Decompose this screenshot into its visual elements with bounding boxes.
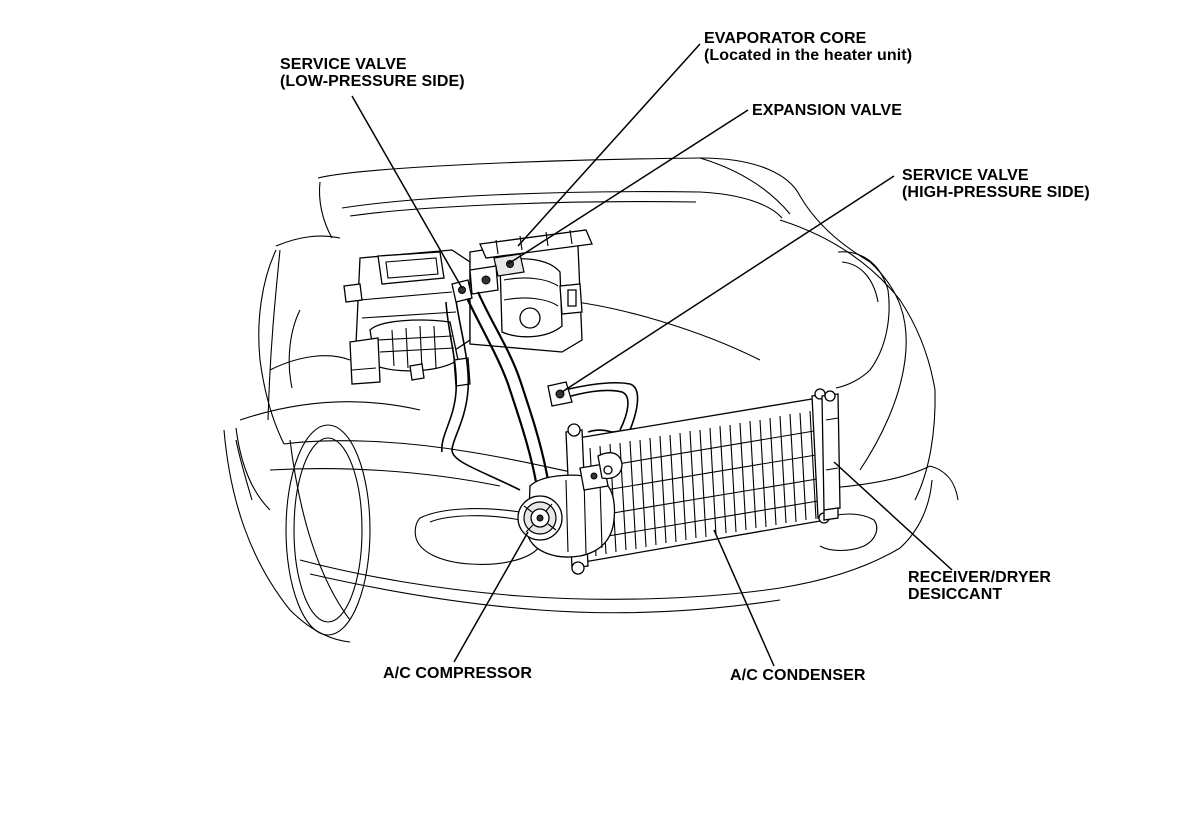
ac-compressor-label-line1: A/C COMPRESSOR [383,665,532,682]
expansion-valve-label-line1: EXPANSION VALVE [752,102,902,119]
ac-condenser-label: A/C CONDENSER [730,667,866,684]
car-body-outline [223,157,959,643]
receiver-dryer-label-line1: RECEIVER/DRYER [908,569,1052,586]
service-valve-high-label-line2: (HIGH-PRESSURE SIDE) [902,184,1090,201]
service-valve-low-label-line2: (LOW-PRESSURE SIDE) [280,73,465,90]
expansion-valve-label: EXPANSION VALVE [752,102,902,119]
receiver-dryer-label-line2: DESICCANT [908,586,1003,603]
evaporator-core-label-line2: (Located in the heater unit) [704,47,913,64]
leader-lines [351,43,953,667]
ac-condenser [565,388,833,575]
ac-compressor-label: A/C COMPRESSOR [383,665,532,682]
receiver-dryer-label: RECEIVER/DRYER DESICCANT [908,569,1051,603]
ac-compressor [517,452,623,558]
evaporator-core-label: EVAPORATOR CORE (Located in the heater u… [704,30,912,64]
ac-condenser-label-line1: A/C CONDENSER [730,667,866,684]
heater-unit [343,229,593,387]
service-valve-low-label: SERVICE VALVE (LOW-PRESSURE SIDE) [280,56,465,90]
service-valve-high-label: SERVICE VALVE (HIGH-PRESSURE SIDE) [902,167,1090,201]
service-valve-low-label-line1: SERVICE VALVE [280,56,407,73]
service-valve-high-label-line1: SERVICE VALVE [902,167,1029,184]
receiver-dryer [821,390,841,521]
evaporator-core-label-line1: EVAPORATOR CORE [704,30,867,47]
